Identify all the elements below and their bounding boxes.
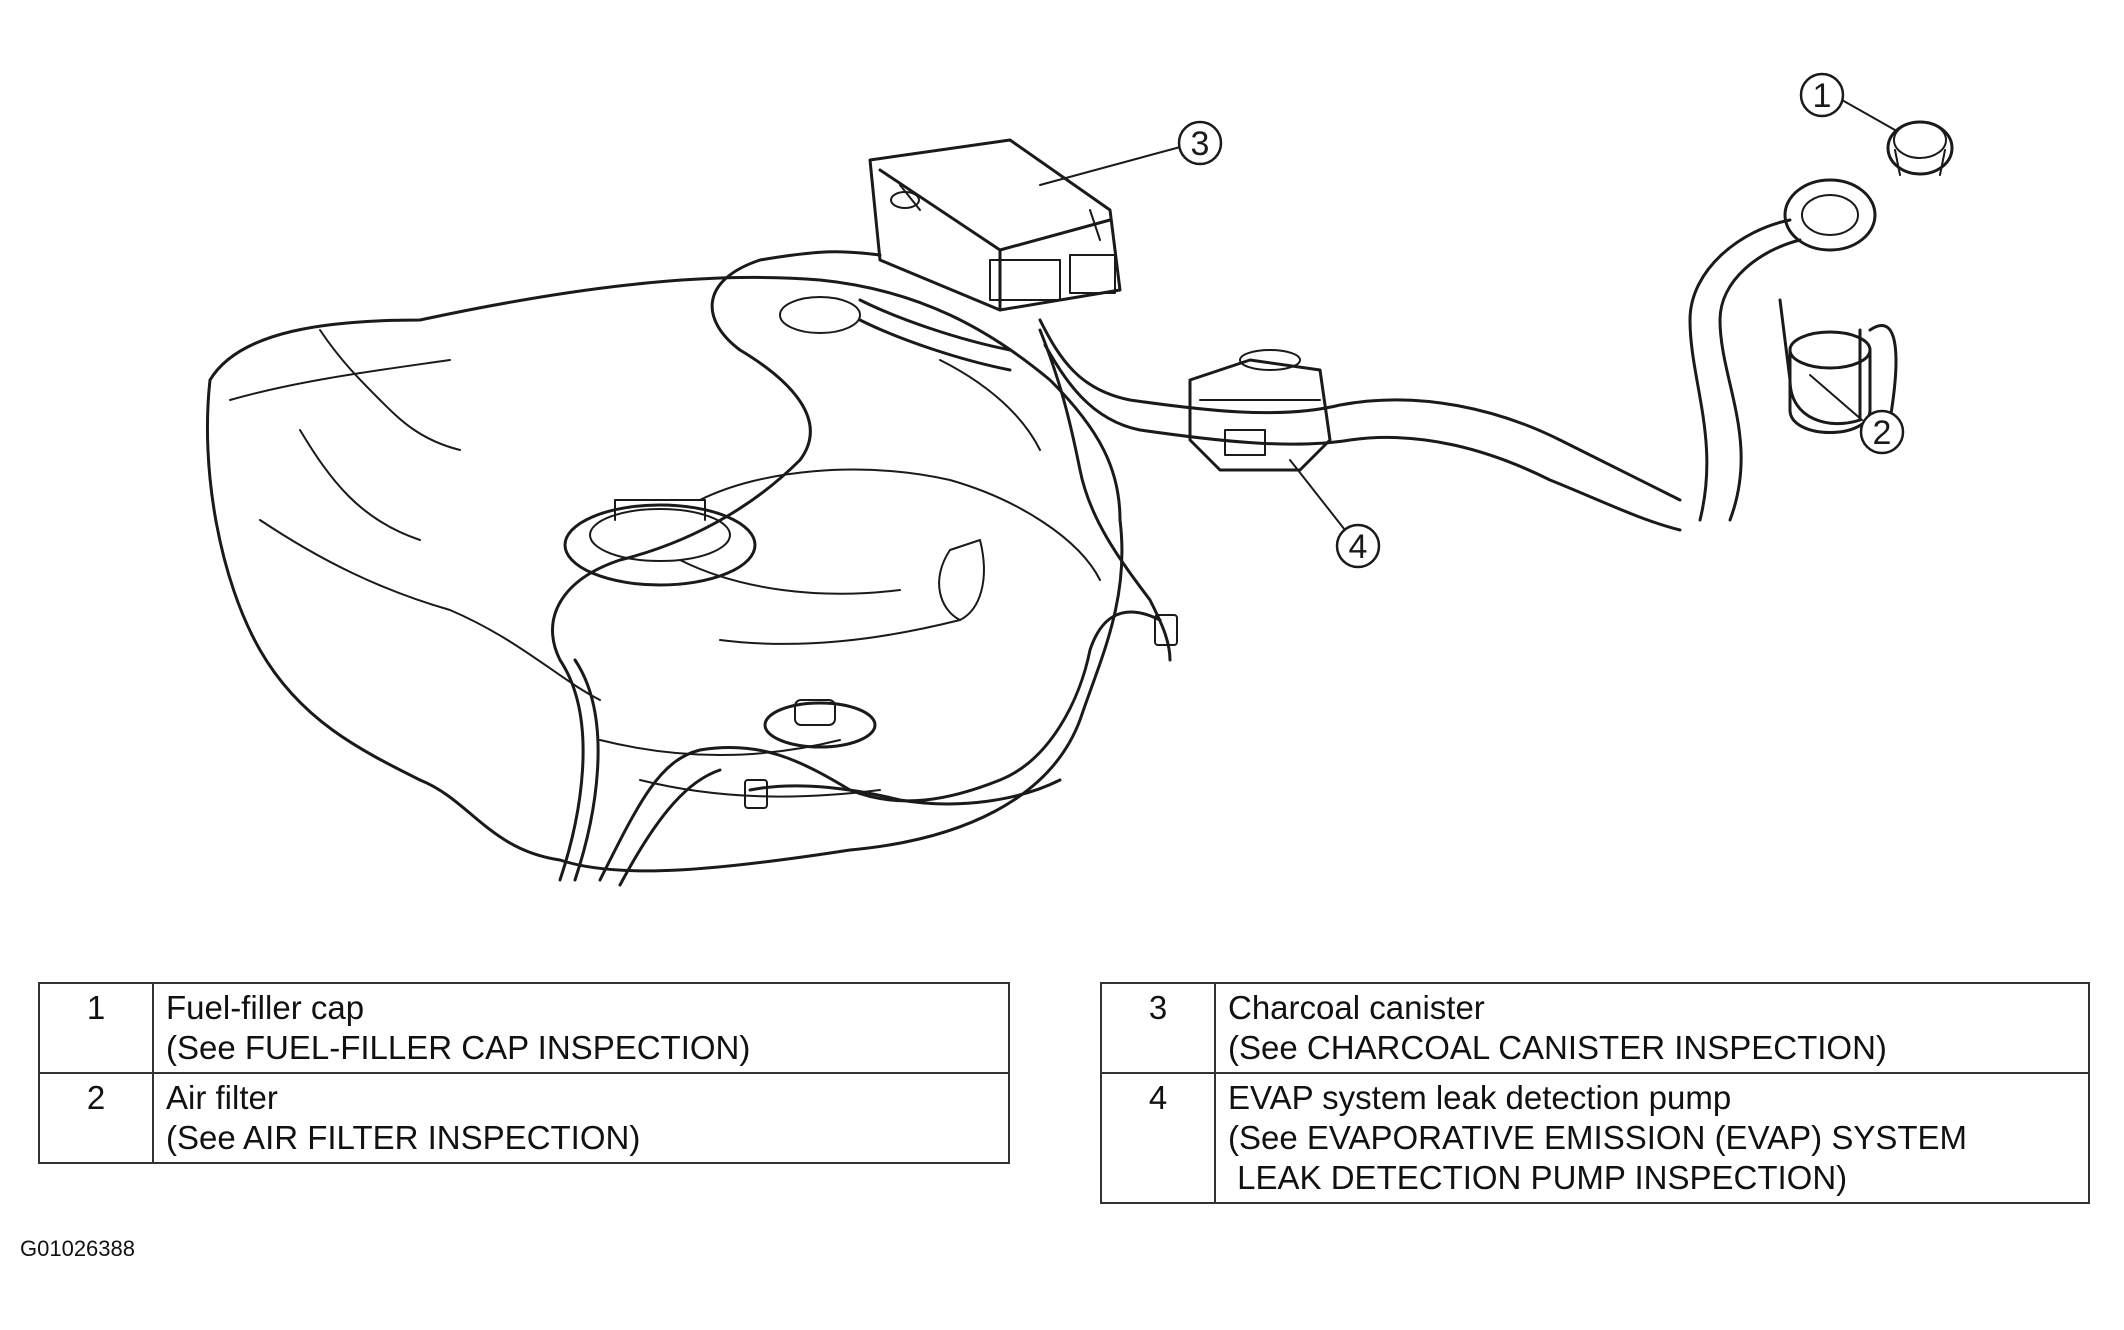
callout-1: 1 <box>1799 72 1845 118</box>
legend-description: EVAP system leak detection pump (See EVA… <box>1214 1072 2090 1204</box>
legend-item-reference: (See AIR FILTER INSPECTION) <box>166 1119 641 1156</box>
legend-item-reference: (See EVAPORATIVE EMISSION (EVAP) SYSTEM <box>1228 1119 1968 1156</box>
fuel-filler-cap <box>1886 120 1954 176</box>
legend-item-name: Charcoal canister <box>1228 989 1485 1026</box>
charcoal-canister <box>868 138 1122 312</box>
svg-text:4: 4 <box>1349 528 1368 566</box>
svg-text:3: 3 <box>1191 125 1210 163</box>
legend-item-reference: (See FUEL-FILLER CAP INSPECTION) <box>166 1029 751 1066</box>
vapor-hose <box>779 296 1682 532</box>
legend-row: 4 EVAP system leak detection pump (See E… <box>1100 1072 2090 1204</box>
legend-item-name: Fuel-filler cap <box>166 989 365 1026</box>
legend-item-name: EVAP system leak detection pump <box>1228 1079 1732 1116</box>
legend-description: Charcoal canister (See CHARCOAL CANISTER… <box>1214 982 2090 1074</box>
legend-number: 2 <box>38 1072 154 1164</box>
svg-text:2: 2 <box>1873 414 1892 452</box>
fuel-pump-module <box>563 499 877 749</box>
callout-3: 3 <box>1177 120 1223 166</box>
figure-id: G01026388 <box>20 1236 135 1261</box>
legend-row: 1 Fuel-filler cap (See FUEL-FILLER CAP I… <box>38 982 1010 1074</box>
legend-row: 2 Air filter (See AIR FILTER INSPECTION) <box>38 1072 1010 1164</box>
legend-number: 4 <box>1100 1072 1216 1204</box>
legend-table-left: 1 Fuel-filler cap (See FUEL-FILLER CAP I… <box>38 982 1010 1164</box>
legend-number: 3 <box>1100 982 1216 1074</box>
legend-item-reference-cont: LEAK DETECTION PUMP INSPECTION) <box>1228 1159 1848 1196</box>
filler-neck <box>1688 178 1877 522</box>
legend-item-reference: (See CHARCOAL CANISTER INSPECTION) <box>1228 1029 1887 1066</box>
callout-4: 4 <box>1335 523 1381 569</box>
leak-detection-pump <box>1188 349 1332 472</box>
legend-description: Fuel-filler cap (See FUEL-FILLER CAP INS… <box>152 982 1010 1074</box>
legend-row: 3 Charcoal canister (See CHARCOAL CANIST… <box>1100 982 2090 1074</box>
legend-number: 1 <box>38 982 154 1074</box>
legend-description: Air filter (See AIR FILTER INSPECTION) <box>152 1072 1010 1164</box>
legend-table-right: 3 Charcoal canister (See CHARCOAL CANIST… <box>1100 982 2090 1204</box>
fuel-lines <box>551 250 1178 887</box>
svg-text:1: 1 <box>1813 77 1832 115</box>
fuel-tank <box>205 275 1124 873</box>
legend-item-name: Air filter <box>166 1079 278 1116</box>
fuel-system-diagram: 1 2 3 4 <box>205 72 1954 887</box>
callout-2: 2 <box>1859 409 1905 455</box>
